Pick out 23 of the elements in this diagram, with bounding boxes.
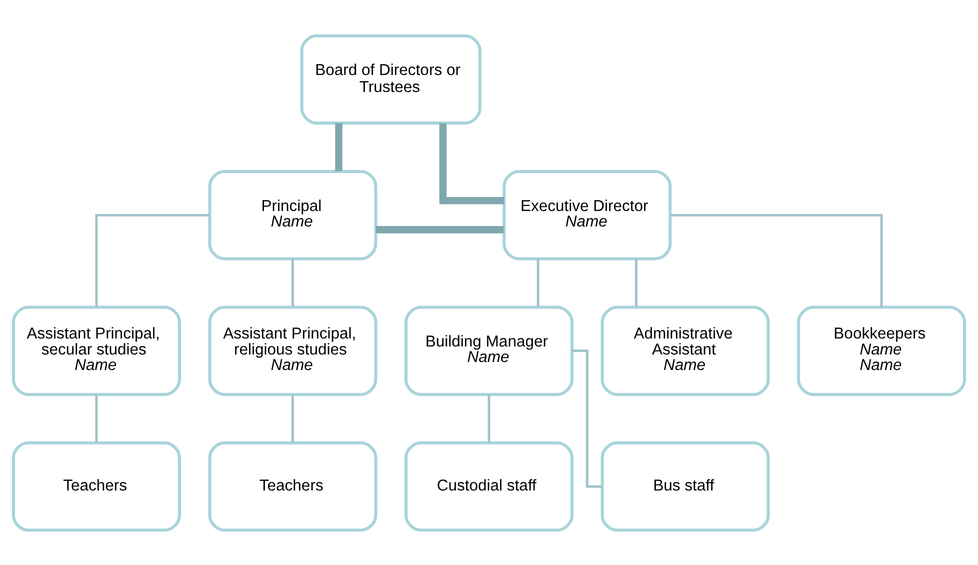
connector xyxy=(536,258,540,306)
node-box: Building Manager Name xyxy=(404,305,574,396)
connector xyxy=(292,258,294,306)
connector xyxy=(335,122,342,171)
node-box: Teachers xyxy=(12,440,181,532)
node-box: Custodial staff xyxy=(404,440,574,532)
node-box: Board of Directors or Trustees xyxy=(300,34,482,124)
connector xyxy=(292,394,294,442)
node-box: Assistant Principal, secular studies Name xyxy=(12,305,181,396)
connector xyxy=(376,226,504,233)
node-box: Bookkeepers Name Name xyxy=(797,305,966,396)
connector xyxy=(95,213,210,307)
connector xyxy=(95,394,98,442)
node-box: Bus staff xyxy=(600,440,770,532)
node-box: Principal Name xyxy=(208,170,378,260)
connector xyxy=(488,394,490,442)
connector xyxy=(634,258,638,306)
connector xyxy=(670,213,883,307)
connector xyxy=(439,122,504,204)
node-box: Assistant Principal, religious studies Name xyxy=(208,305,378,396)
node-box: Executive Director Name xyxy=(502,170,672,260)
node-box: Administrative Assistant Name xyxy=(600,305,770,396)
node-box: Teachers xyxy=(208,440,378,532)
